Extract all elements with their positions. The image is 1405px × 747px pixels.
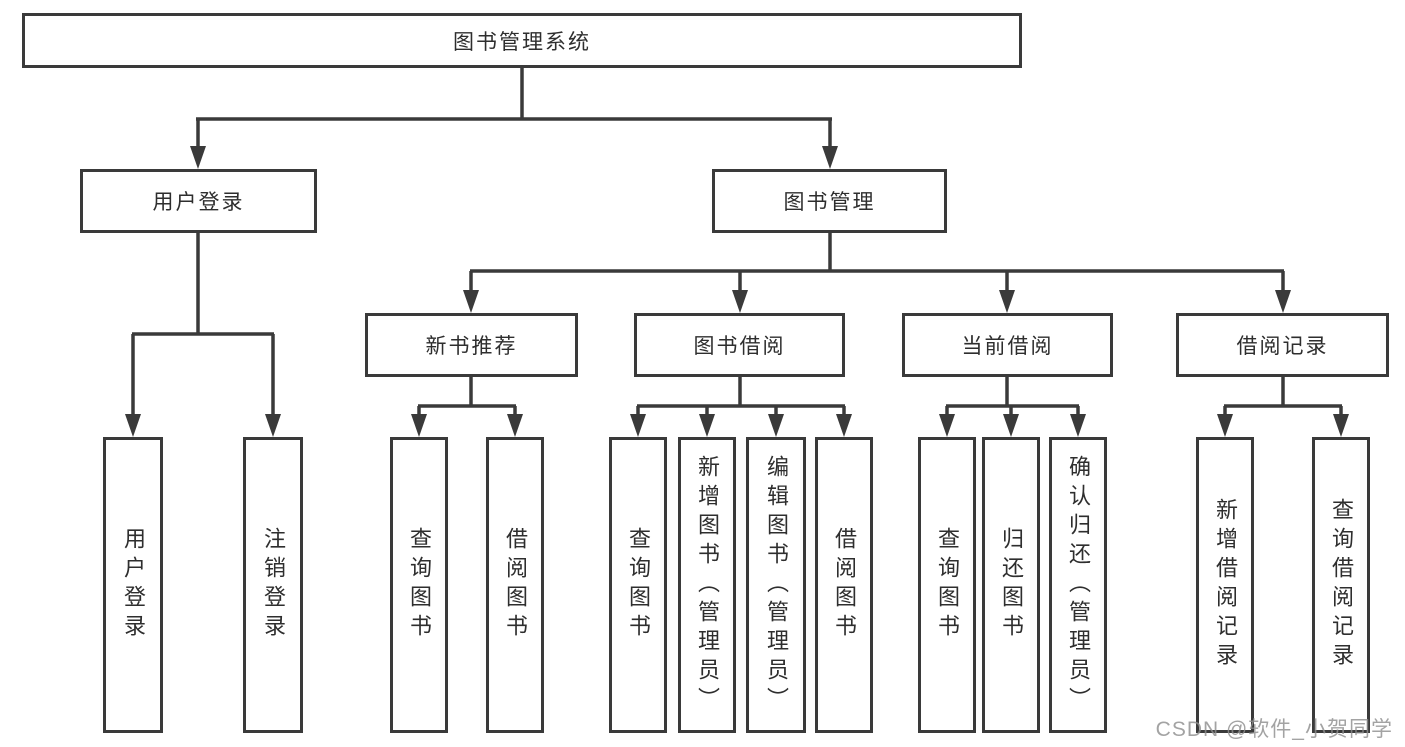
leaf-newbook-borrow-books-label: 借阅图书: [503, 527, 528, 643]
arrowhead-icon: [836, 414, 852, 437]
csdn-watermark: CSDN @软件_小贺同学: [1155, 718, 1393, 741]
leaf-borrowing-query-books-label: 查询图书: [626, 527, 651, 643]
leaf-newbook-borrow-books: 借阅图书: [486, 437, 544, 733]
arrowhead-icon: [1275, 290, 1291, 313]
node-current-borrowing: 当前借阅: [902, 313, 1113, 377]
leaf-borrowing-edit-books-admin: 编辑图书（管理员）: [746, 437, 806, 733]
leaf-newbook-query-books-label: 查询图书: [407, 527, 432, 643]
arrowhead-icon: [699, 414, 715, 437]
leaf-current-confirm-return-admin: 确认归还（管理员）: [1049, 437, 1107, 733]
leaf-borrowing-borrow-books-label: 借阅图书: [832, 527, 857, 643]
leaf-records-query-record: 查询借阅记录: [1312, 437, 1370, 733]
arrowhead-icon: [1217, 414, 1233, 437]
leaf-current-return-books-label: 归还图书: [999, 527, 1024, 643]
leaf-newbook-query-books: 查询图书: [390, 437, 448, 733]
leaf-records-add-record-label: 新增借阅记录: [1213, 498, 1238, 672]
node-book-management-label: 图书管理: [783, 191, 876, 214]
node-current-borrowing-label: 当前借阅: [961, 335, 1054, 358]
leaf-current-confirm-return-admin-label: 确认归还（管理员）: [1066, 454, 1091, 716]
node-new-book-recommend-label: 新书推荐: [425, 335, 518, 358]
node-book-management: 图书管理: [712, 169, 947, 233]
node-borrowing-records: 借阅记录: [1176, 313, 1389, 377]
arrowhead-icon: [1333, 414, 1349, 437]
leaf-current-query-books-label: 查询图书: [935, 527, 960, 643]
arrowhead-icon: [463, 290, 479, 313]
node-borrowing-records-label: 借阅记录: [1236, 335, 1329, 358]
arrowhead-icon: [939, 414, 955, 437]
leaf-records-query-record-label: 查询借阅记录: [1329, 498, 1354, 672]
node-new-book-recommend: 新书推荐: [365, 313, 578, 377]
arrowhead-icon: [1070, 414, 1086, 437]
node-user-login: 用户登录: [80, 169, 317, 233]
arrowhead-icon: [768, 414, 784, 437]
arrowhead-icon: [507, 414, 523, 437]
leaf-borrowing-query-books: 查询图书: [609, 437, 667, 733]
leaf-borrowing-edit-books-admin-label: 编辑图书（管理员）: [764, 454, 789, 716]
node-root: 图书管理系统: [22, 13, 1022, 68]
leaf-records-add-record: 新增借阅记录: [1196, 437, 1254, 733]
arrowhead-icon: [190, 146, 206, 169]
leaf-current-query-books: 查询图书: [918, 437, 976, 733]
arrowhead-icon: [125, 414, 141, 437]
node-book-borrowing: 图书借阅: [634, 313, 845, 377]
node-root-label: 图书管理系统: [453, 30, 591, 54]
arrowhead-icon: [630, 414, 646, 437]
leaf-current-return-books: 归还图书: [982, 437, 1040, 733]
leaf-user-login: 用户登录: [103, 437, 163, 733]
arrowhead-icon: [265, 414, 281, 437]
arrowhead-icon: [732, 290, 748, 313]
arrowhead-icon: [1003, 414, 1019, 437]
node-user-login-label: 用户登录: [152, 191, 245, 214]
leaf-logout: 注销登录: [243, 437, 303, 733]
node-book-borrowing-label: 图书借阅: [693, 335, 786, 358]
leaf-borrowing-borrow-books: 借阅图书: [815, 437, 873, 733]
arrowhead-icon: [822, 146, 838, 169]
arrowhead-icon: [999, 290, 1015, 313]
arrowhead-icon: [411, 414, 427, 437]
leaf-user-login-label: 用户登录: [121, 527, 146, 643]
leaf-logout-label: 注销登录: [261, 527, 286, 643]
leaf-borrowing-add-books-admin: 新增图书（管理员）: [678, 437, 736, 733]
leaf-borrowing-add-books-admin-label: 新增图书（管理员）: [695, 454, 720, 716]
